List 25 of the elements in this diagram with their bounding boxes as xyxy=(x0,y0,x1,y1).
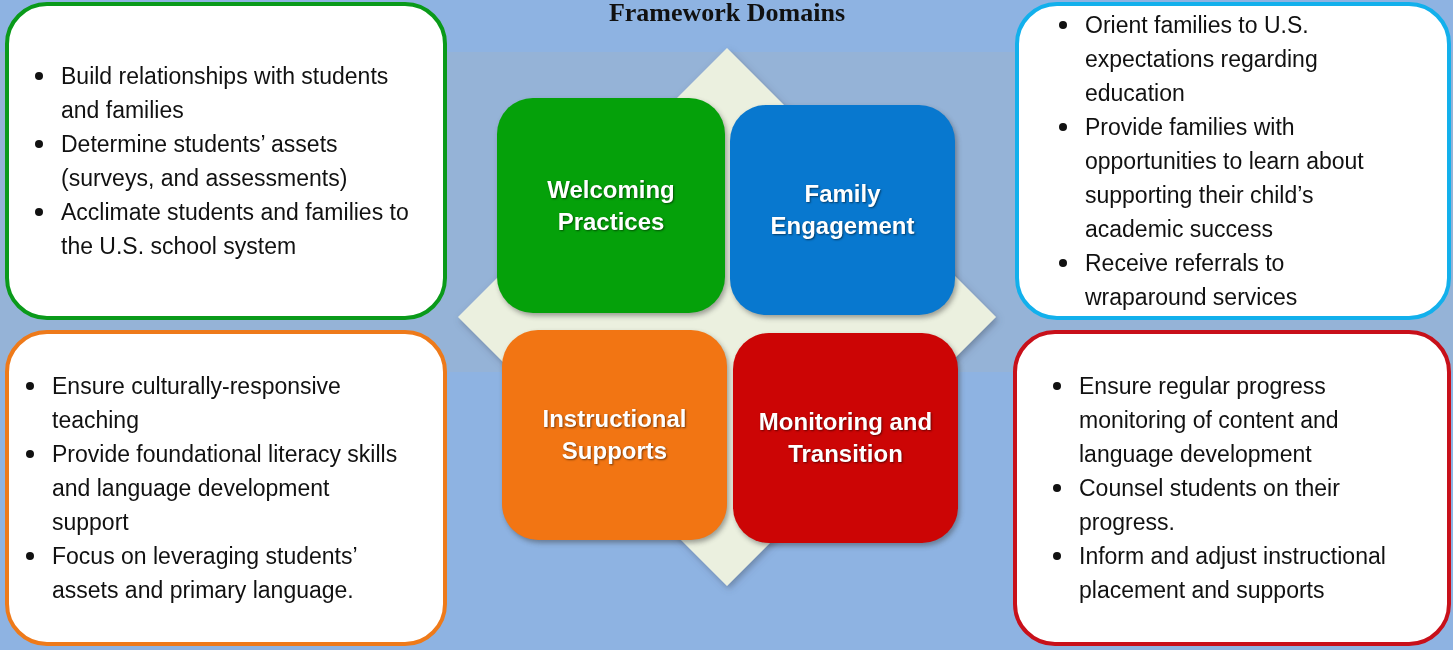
text-card xyxy=(5,2,447,320)
bullet-item: Provide families with opportunities to learn about supporting their child’s academic success xyxy=(1085,113,1365,244)
domain-label: Welcoming Practices xyxy=(546,174,676,237)
bullet-item: Acclimate students and families to the U.S. school system xyxy=(61,198,410,261)
domain-tile xyxy=(730,105,955,315)
domain-label: Monitoring and Transition xyxy=(757,407,934,469)
bullet-item: Ensure regular progress monitoring of content and language development xyxy=(1079,372,1340,469)
bullet-item: Orient families to U.S. expectations regarding education xyxy=(1085,11,1319,108)
bullet-item: Determine students’ assets (surveys, and assessments) xyxy=(61,130,349,193)
domain-label: Instructional Supports xyxy=(541,404,688,466)
bullet-item: Focus on leveraging students’ assets and primary language. xyxy=(52,542,358,605)
bullet-item: Ensure culturally-responsive teaching xyxy=(52,372,342,435)
text-card xyxy=(1015,2,1451,320)
domain-tile xyxy=(497,98,725,313)
text-card xyxy=(1013,330,1451,646)
bullet-item: Build relationships with students and families xyxy=(61,62,390,125)
domain-label: Family Engagement xyxy=(769,179,916,241)
bullet-item: Counsel students on their progress. xyxy=(1079,474,1341,537)
domain-tile xyxy=(502,330,727,540)
bullet-item: Receive referrals to wraparound services xyxy=(1085,249,1299,312)
bullet-item: Provide foundational literacy skills and language development support xyxy=(52,440,399,537)
text-card xyxy=(5,330,447,646)
title: Framework Domains xyxy=(607,0,847,26)
bullet-item: Inform and adjust instructional placement and supports xyxy=(1079,542,1387,605)
domain-tile xyxy=(733,333,958,543)
